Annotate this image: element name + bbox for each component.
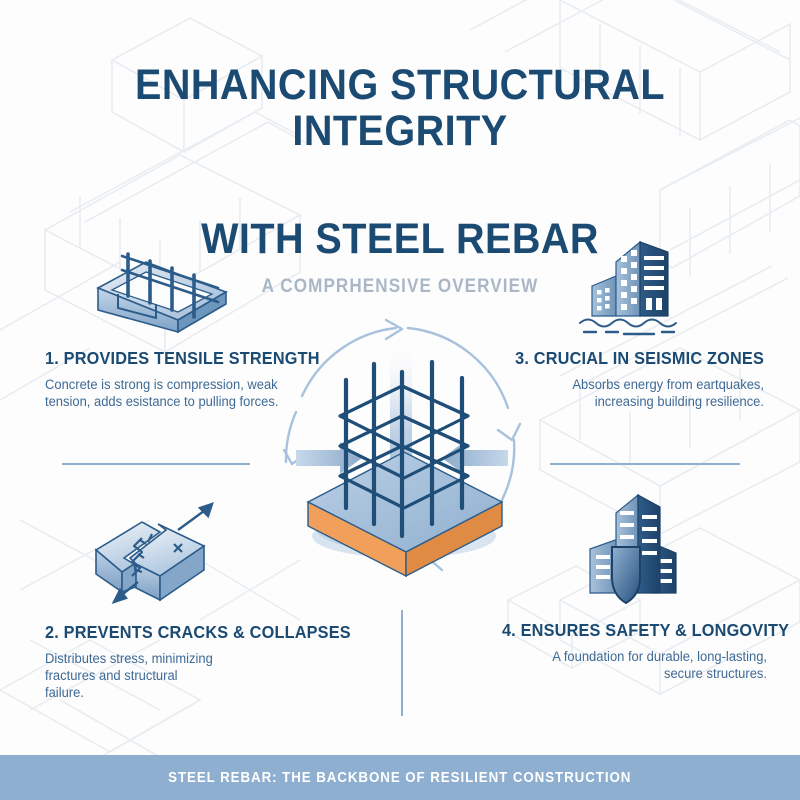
point-2-block: 2. PREVENTS CRACKS & COLLAPSES Distribut…	[45, 622, 351, 701]
point-1-block: 1. PROVIDES TENSILE STRENGTH Concrete is…	[45, 348, 320, 410]
point-1-body-line-2: tension, adds esistance to pulling force…	[45, 394, 279, 409]
point-3-body: Absorbs energy from eartquakes, increasi…	[495, 376, 764, 410]
point-2-body-line-2: fractures and structural	[45, 668, 178, 683]
footer-bar: STEEL REBAR: THE BACKBONE OF RESILIENT C…	[0, 755, 800, 800]
page-title-line-1: ENHANCING STRUCTURAL INTEGRITY	[134, 61, 666, 155]
cracked-block-icon	[82, 500, 222, 615]
rebar-beam-icon	[92, 232, 232, 342]
point-1-heading: 1. PROVIDES TENSILE STRENGTH	[45, 348, 320, 368]
footer-tagline: STEEL REBAR: THE BACKBONE OF RESILIENT C…	[168, 769, 632, 786]
concrete-slab-side-orange	[405, 500, 503, 578]
center-rebar-illustration	[282, 318, 522, 578]
point-2-heading: 2. PREVENTS CRACKS & COLLAPSES	[45, 622, 351, 642]
point-4-heading: 4. ENSURES SAFETY & LONGOVITY	[501, 620, 790, 640]
rebar-cage-horizontal-ties	[338, 384, 470, 510]
point-1-body: Concrete is strong is compression, weak …	[45, 376, 309, 410]
point-3-heading: 3. CRUCIAL IN SEISMIC ZONES	[515, 348, 764, 368]
page-subtitle: A COMPRHENSIVE OVERVIEW	[261, 276, 539, 297]
point-3-block: 3. CRUCIAL IN SEISMIC ZONES Absorbs ener…	[484, 348, 764, 410]
point-1-body-line-1: Concrete is strong is compression, weak	[45, 377, 278, 392]
shield-building-icon	[566, 485, 701, 615]
point-4-body: A foundation for durable, long-lasting, …	[493, 648, 767, 682]
point-4-block: 4. ENSURES SAFETY & LONGOVITY A foundati…	[482, 620, 790, 682]
seismic-building-icon	[562, 230, 692, 345]
point-2-body-line-3: failure.	[45, 685, 84, 700]
point-4-body-line-1: A foundation for durable, long-lasting,	[552, 649, 767, 664]
point-2-body: Distributes stress, minimizing fractures…	[45, 650, 309, 701]
point-2-body-line-1: Distributes stress, minimizing	[45, 651, 213, 666]
point-3-body-line-2: increasing building resilience.	[594, 394, 764, 409]
point-3-body-line-1: Absorbs energy from eartquakes,	[572, 377, 764, 392]
point-4-body-line-2: secure structures.	[663, 666, 767, 681]
